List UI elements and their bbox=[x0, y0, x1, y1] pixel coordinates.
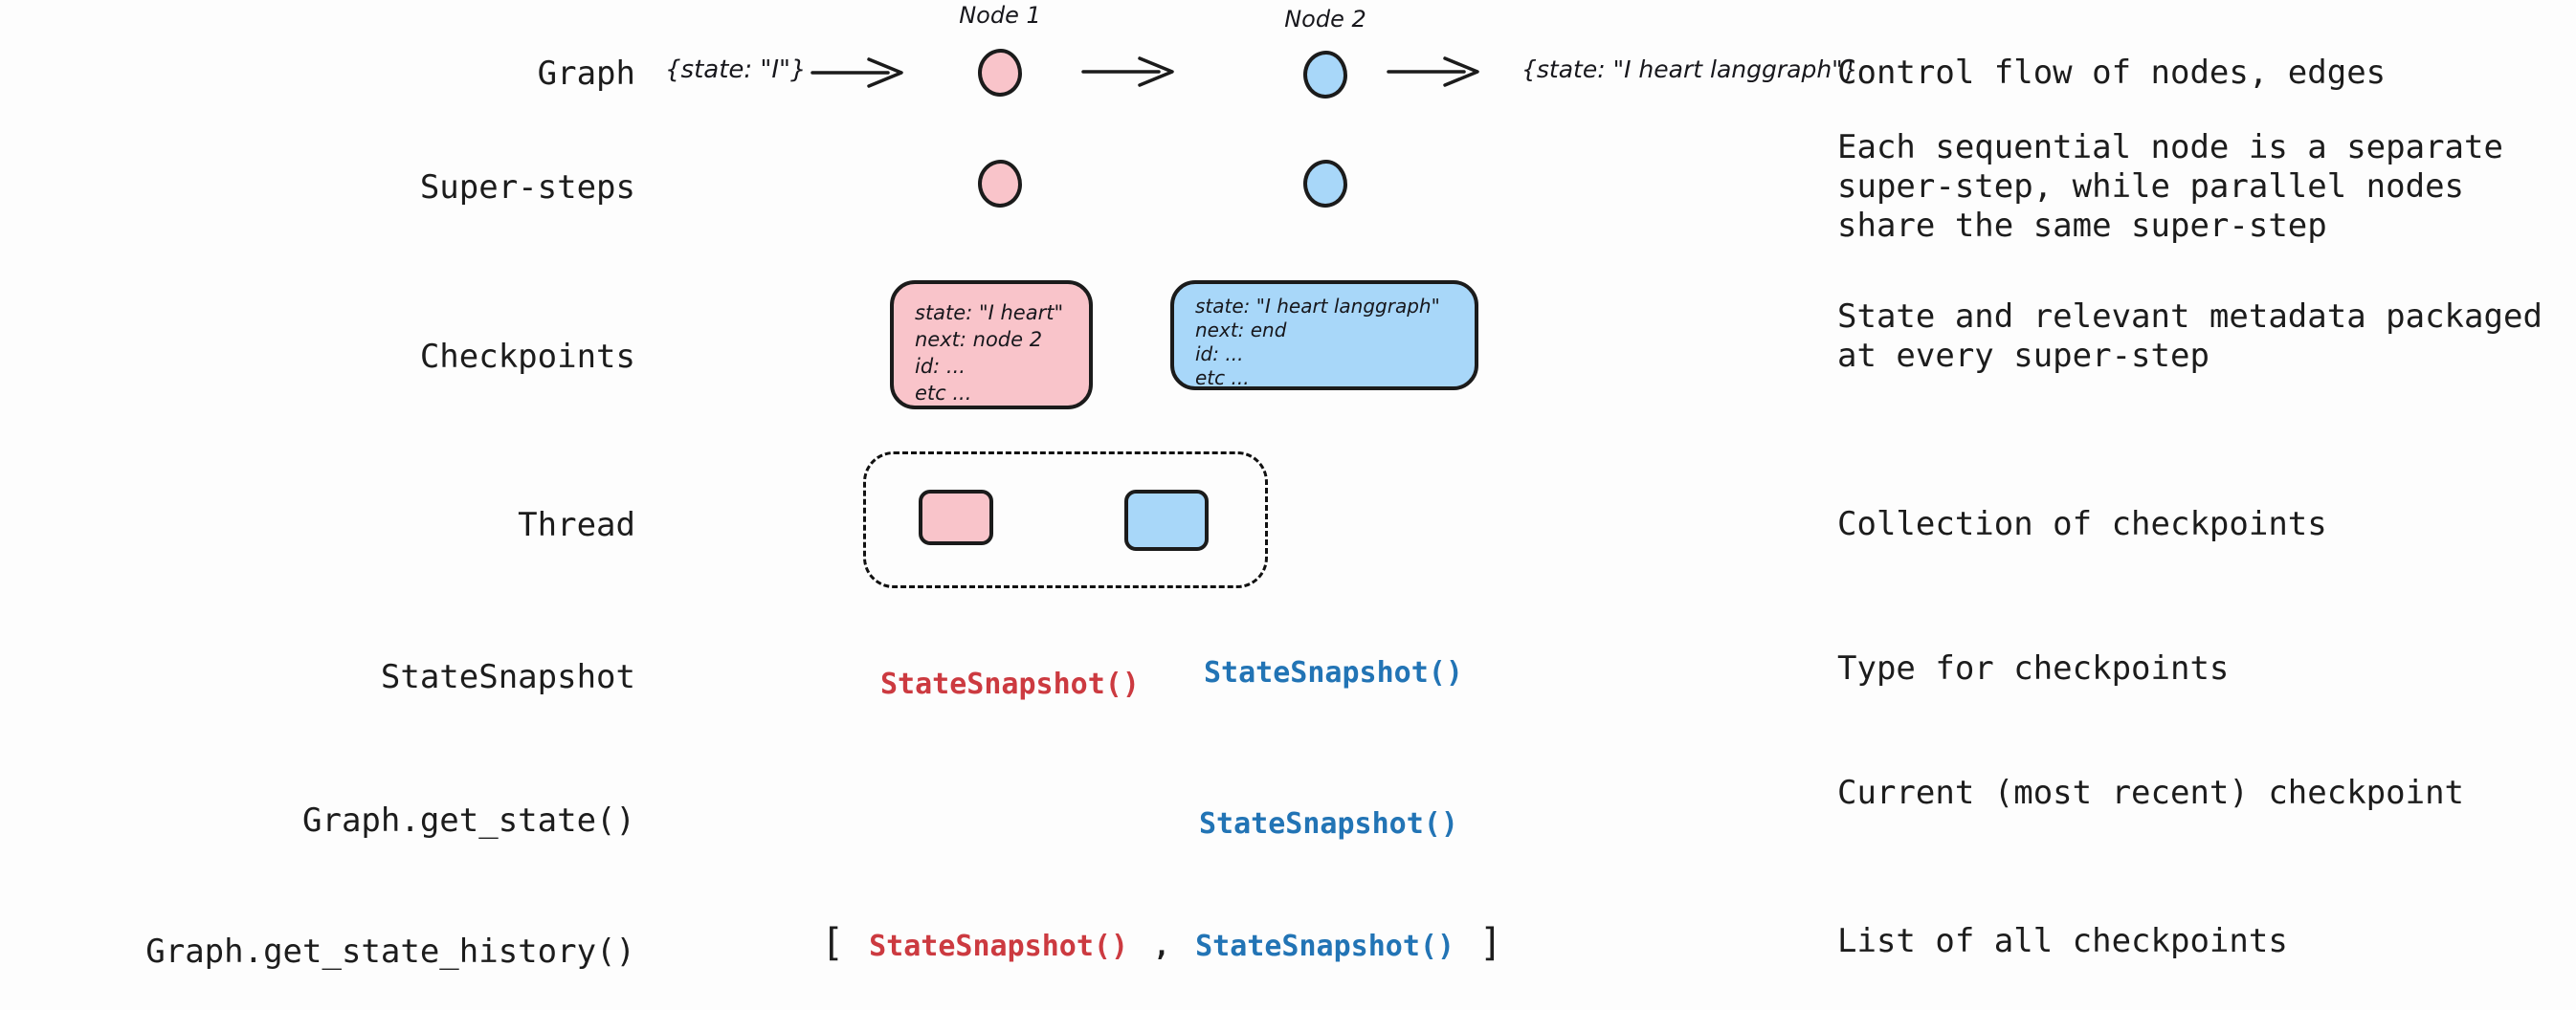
thread-container bbox=[863, 451, 1268, 588]
checkpoint-line: state: "I heart langgraph" bbox=[1195, 295, 1440, 318]
desc-statesnapshot: Type for checkpoints bbox=[1837, 649, 2230, 688]
graph-input-state: {state: "I"} bbox=[665, 55, 807, 84]
row-label-graph: Graph bbox=[537, 55, 635, 93]
row-label-statesnapshot: StateSnapshot bbox=[380, 658, 635, 696]
row-label-get-state-history: Graph.get_state_history() bbox=[145, 933, 635, 971]
checkpoint-line: next: node 2 bbox=[915, 328, 1043, 351]
checkpoint-line: id: ... bbox=[1195, 342, 1244, 365]
get-state-history-list: [ StateSnapshot() , StateSnapshot() ] bbox=[821, 921, 1502, 965]
checkpoint-box-pink: state: "I heart" next: node 2 id: ... et… bbox=[890, 280, 1093, 409]
node1-circle bbox=[978, 49, 1022, 97]
statesnapshot-red-code: StateSnapshot() bbox=[880, 668, 1140, 701]
row-label-get-state: Graph.get_state() bbox=[302, 801, 635, 840]
thread-checkpoint-pink bbox=[919, 490, 993, 545]
desc-thread: Collection of checkpoints bbox=[1837, 505, 2327, 543]
graph-output-state: {state: "I heart langgraph"} bbox=[1521, 55, 1858, 83]
checkpoint-box-blue: state: "I heart langgraph" next: end id:… bbox=[1170, 280, 1478, 390]
thread-checkpoint-blue bbox=[1124, 490, 1209, 551]
desc-checkpoints: State and relevant metadata packaged at … bbox=[1837, 297, 2543, 375]
comma-separator: , bbox=[1153, 930, 1171, 963]
desc-graph: Control flow of nodes, edges bbox=[1837, 54, 2387, 92]
checkpoint-line: etc ... bbox=[915, 382, 972, 405]
row-label-checkpoints: Checkpoints bbox=[419, 338, 635, 376]
get-state-blue-code: StateSnapshot() bbox=[1199, 807, 1458, 841]
node2-circle bbox=[1303, 51, 1347, 99]
history-red-code: StateSnapshot() bbox=[869, 930, 1129, 963]
row-label-thread: Thread bbox=[518, 506, 635, 544]
checkpoint-line: etc ... bbox=[1195, 366, 1250, 389]
statesnapshot-blue-code: StateSnapshot() bbox=[1204, 656, 1463, 690]
desc-get-state: Current (most recent) checkpoint bbox=[1837, 774, 2465, 812]
super-step-2-circle bbox=[1303, 160, 1347, 208]
bracket-open: [ bbox=[821, 921, 845, 965]
arrow-right-icon bbox=[811, 57, 903, 88]
arrow-right-icon bbox=[1081, 56, 1174, 87]
checkpoint-line: next: end bbox=[1195, 318, 1287, 341]
checkpoint-line: id: ... bbox=[915, 355, 966, 378]
arrow-right-icon bbox=[1387, 56, 1479, 87]
node1-label: Node 1 bbox=[959, 2, 1041, 29]
checkpoint-line: state: "I heart" bbox=[915, 301, 1064, 324]
history-blue-code: StateSnapshot() bbox=[1195, 930, 1455, 963]
super-step-1-circle bbox=[978, 160, 1022, 208]
bracket-close: ] bbox=[1479, 921, 1503, 965]
node2-label: Node 2 bbox=[1284, 6, 1366, 33]
row-label-super-steps: Super-steps bbox=[419, 168, 635, 207]
desc-get-state-history: List of all checkpoints bbox=[1837, 922, 2288, 960]
desc-super-steps: Each sequential node is a separate super… bbox=[1837, 128, 2503, 245]
